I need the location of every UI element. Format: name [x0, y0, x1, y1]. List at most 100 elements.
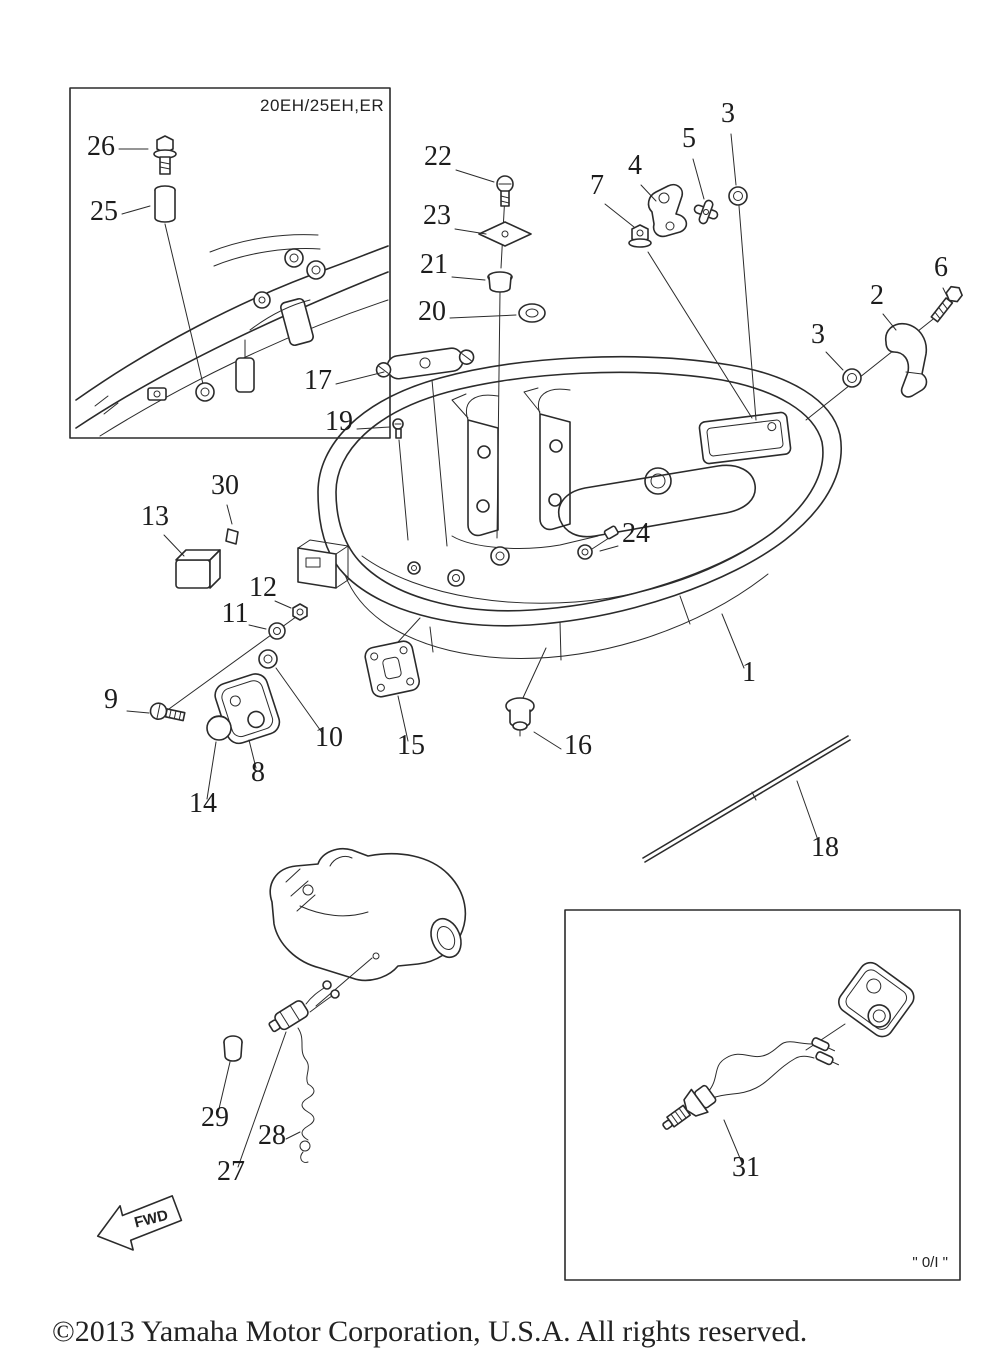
part-6-bolt [930, 285, 963, 323]
part-18-rod [642, 735, 851, 863]
part-10-washer [258, 649, 278, 669]
callout-label-27-30: 27 [217, 1156, 245, 1187]
callout-label-3-11: 3 [721, 98, 735, 129]
part-27-stop-switch [268, 980, 340, 1033]
callout-leader-31-31 [723, 1119, 743, 1164]
callout-leader-19-7 [356, 426, 391, 430]
callout-label-17-6: 17 [304, 365, 332, 396]
callout-label-26-0: 26 [87, 131, 115, 162]
assembly-line [738, 205, 757, 421]
callout-label-9-19: 9 [104, 684, 118, 715]
assembly-line [315, 957, 373, 1007]
callout-leader-3-11 [730, 133, 737, 186]
callout-label-8-21: 8 [251, 757, 265, 788]
part-11-washer [268, 622, 286, 640]
callout-label-7-8: 7 [590, 170, 604, 201]
callout-leader-10-20 [275, 667, 324, 735]
callout-label-10-20: 10 [315, 722, 343, 753]
callout-leader-29-28 [217, 1061, 231, 1114]
inset-top-left [69, 87, 391, 439]
callout-label-4-9: 4 [628, 150, 642, 181]
callout-leader-8-21 [248, 739, 257, 769]
part-14-cap [206, 715, 232, 741]
callout-label-14-22: 14 [189, 788, 217, 819]
wire-connector [811, 1037, 836, 1052]
callout-label-24-25: 24 [622, 518, 650, 549]
callout-label-21-4: 21 [420, 249, 448, 280]
part-21-grommet [487, 271, 513, 293]
callout-label-13-16: 13 [141, 501, 169, 532]
part-20-grommet [518, 303, 546, 323]
callout-label-15-23: 15 [397, 730, 425, 761]
assembly-line [647, 251, 753, 419]
part-29-cap [223, 1035, 243, 1062]
callout-leader-3-12 [825, 351, 844, 371]
callout-leader-2-13 [882, 313, 897, 331]
part-17-cable-clamp [375, 347, 475, 380]
callout-leader-16-24 [533, 731, 562, 750]
fwd-arrow: FWD [96, 1195, 183, 1251]
callout-leader-12-17 [274, 600, 292, 609]
callout-label-16-24: 16 [564, 730, 592, 761]
callout-leader-6-14 [942, 287, 948, 297]
callout-leader-24-25 [599, 545, 619, 552]
assembly-line [521, 647, 547, 701]
callout-leader-21-4 [451, 276, 486, 281]
callout-label-12-17: 12 [249, 572, 277, 603]
callout-leader-27-30 [237, 1031, 287, 1168]
callout-label-3-12: 3 [811, 319, 825, 350]
part-4-lever [647, 183, 688, 238]
callout-leader-11-18 [248, 624, 267, 630]
part-3-grommet-b [842, 368, 862, 388]
callout-leader-23-3 [454, 228, 487, 235]
callout-label-28-29: 28 [258, 1120, 286, 1151]
callout-leader-13-16 [163, 534, 185, 557]
callout-leader-20-5 [449, 314, 517, 319]
part-19-screw [392, 418, 404, 439]
callout-label-30-15: 30 [211, 470, 239, 501]
part-12-nut [292, 603, 308, 621]
assembly-line [805, 311, 943, 421]
inset-model-label: 20EH/25EH,ER [260, 96, 384, 115]
part-31-plate [838, 961, 915, 1038]
callout-leader-4-9 [640, 184, 657, 202]
inset-bottom-right [564, 909, 961, 1281]
part-3-grommet-a [728, 186, 748, 206]
callout-leader-25-1 [121, 205, 151, 215]
switch-panel-label: " 0/I " [912, 1254, 948, 1271]
part-28-lanyard [297, 1027, 315, 1163]
assembly-line [397, 617, 421, 643]
part-31-switch [662, 1084, 717, 1130]
callout-leader-22-2 [455, 169, 495, 183]
callout-leader-28-29 [285, 1131, 301, 1140]
callout-label-23-3: 23 [423, 200, 451, 231]
callout-leader-7-8 [604, 203, 635, 228]
part-13-cap [175, 549, 221, 589]
part-16-plug [505, 697, 535, 737]
part-23-plate [478, 221, 532, 247]
part-2-bracket [884, 322, 928, 398]
part-15-plate [364, 640, 421, 698]
part-9-screw [149, 702, 186, 722]
callout-leader-14-22 [206, 741, 217, 800]
callout-label-19-7: 19 [325, 406, 353, 437]
wire-connector [815, 1051, 840, 1066]
part-7-nut [628, 224, 652, 248]
callout-label-22-2: 22 [424, 141, 452, 172]
callout-leader-9-19 [126, 710, 150, 714]
callout-leader-30-15 [226, 504, 233, 525]
copyright-text: ©2013 Yamaha Motor Corporation, U.S.A. A… [52, 1315, 807, 1348]
part-5-clip [693, 199, 719, 225]
callout-label-11-18: 11 [222, 598, 249, 629]
callout-leader-18-27 [796, 780, 820, 844]
assembly-line [398, 439, 409, 541]
callout-label-18-27: 18 [811, 832, 839, 863]
callout-label-29-28: 29 [201, 1102, 229, 1133]
assembly-line [431, 379, 448, 547]
callout-leader-5-10 [692, 158, 705, 200]
callout-label-5-10: 5 [682, 123, 696, 154]
callout-leader-1-26 [721, 613, 745, 669]
